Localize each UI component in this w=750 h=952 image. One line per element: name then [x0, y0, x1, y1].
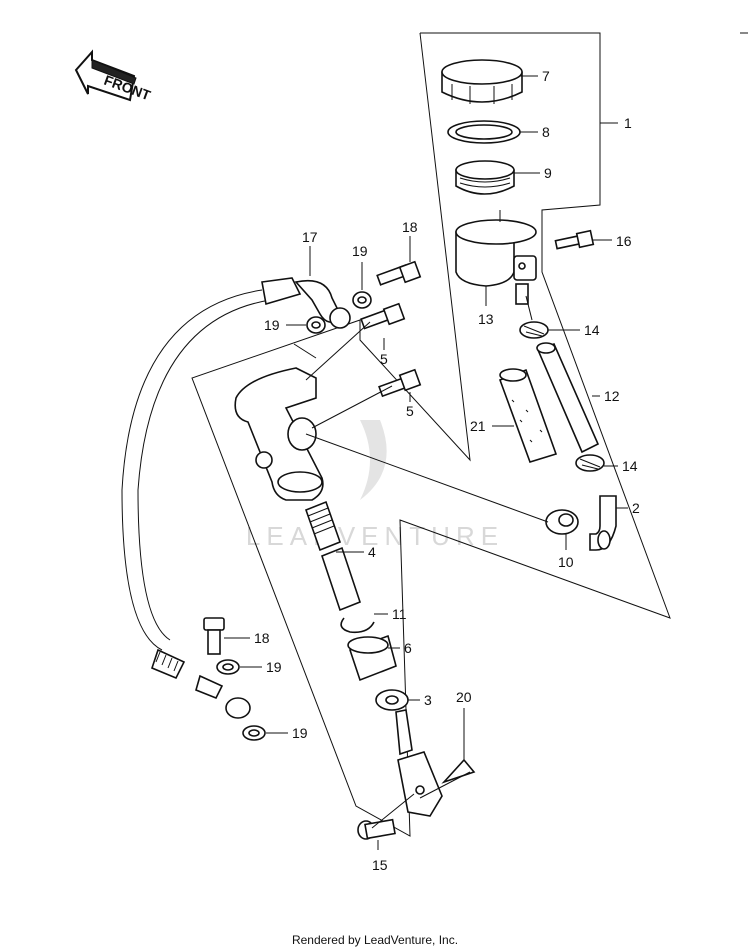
master-cylinder-body: [234, 367, 324, 501]
clevis-pin: [357, 818, 396, 840]
callout-12: 12: [604, 388, 620, 404]
watermark: LEADVENTURE: [246, 420, 504, 551]
callout-11: 11: [392, 606, 407, 622]
callout-20: 20: [456, 689, 472, 705]
callout-19c: 19: [292, 725, 308, 741]
reservoir-hose: [536, 342, 600, 454]
leader-lines: [224, 75, 628, 850]
diaphragm: [455, 160, 515, 195]
callout-21: 21: [470, 418, 486, 434]
push-rod: [395, 709, 443, 817]
piston-assembly: [304, 500, 361, 612]
callout-8: 8: [542, 124, 550, 140]
callout-6: 6: [404, 640, 412, 656]
callout-4: 4: [368, 544, 376, 560]
callout-5b: 5: [406, 403, 414, 419]
hose-protector: [498, 368, 558, 463]
callout-3: 3: [424, 692, 432, 708]
callout-7: 7: [542, 68, 550, 84]
assembly-outline: [191, 32, 671, 837]
mounting-bolt-lower: [378, 368, 422, 398]
footer-credit: Rendered by LeadVenture, Inc.: [291, 933, 459, 947]
callout-18b: 18: [254, 630, 270, 646]
brake-hose: [121, 277, 351, 719]
callout-17: 17: [302, 229, 318, 245]
reservoir-screw: [554, 229, 595, 250]
hose-clamp-upper: [519, 321, 549, 339]
front-arrow: FRONT: [74, 49, 153, 103]
washer-lower-upper: [216, 659, 240, 675]
callout-9: 9: [544, 165, 552, 181]
callout-13: 13: [478, 311, 494, 327]
banjo-bolt-lower: [203, 617, 225, 655]
callout-19a: 19: [264, 317, 280, 333]
banjo-bolt-upper: [376, 260, 422, 286]
circlip: [340, 617, 375, 634]
grommet: [545, 509, 579, 535]
callout-19d: 19: [352, 243, 368, 259]
reservoir-cap: [441, 59, 523, 104]
mounting-bolt-upper: [360, 302, 406, 330]
callout-2: 2: [632, 500, 640, 516]
hose-clamp-lower: [575, 454, 605, 472]
callout-14b: 14: [622, 458, 638, 474]
callout-16: 16: [616, 233, 632, 249]
callout-10: 10: [558, 554, 574, 570]
diaphragm-plate: [447, 120, 521, 144]
callout-15: 15: [372, 857, 388, 873]
callout-19b: 19: [266, 659, 282, 675]
locknut: [375, 689, 409, 711]
callout-18a: 18: [402, 219, 418, 235]
cotter-pin: [441, 758, 476, 784]
callout-14a: 14: [584, 322, 600, 338]
callout-1: 1: [624, 115, 632, 131]
fluid-reservoir: [455, 219, 537, 305]
washer-lower-bottom: [242, 725, 266, 741]
callout-5a: 5: [380, 351, 388, 367]
watermark-text: LEADVENTURE: [246, 521, 504, 551]
washer-upper-left: [306, 316, 326, 334]
assembly-lines: [293, 210, 549, 829]
washer-upper-right: [352, 291, 372, 309]
dust-boot: [347, 634, 397, 682]
elbow-fitting: [589, 495, 617, 551]
